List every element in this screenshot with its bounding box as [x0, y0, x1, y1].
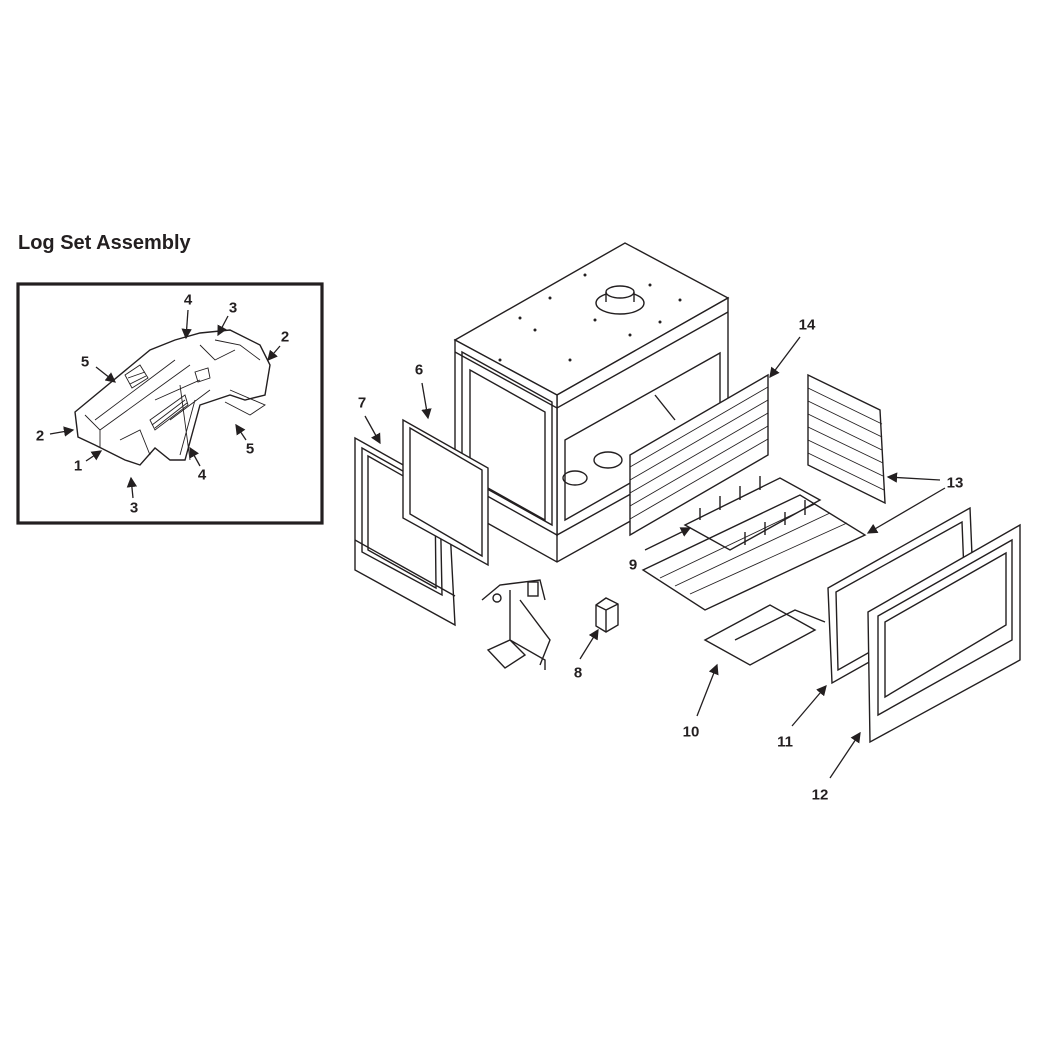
part-callout-9: 9	[628, 556, 638, 574]
log-callout-3-top: 3	[228, 299, 238, 317]
part-8-control-module	[595, 597, 619, 633]
part-callout-10: 10	[682, 723, 700, 741]
floor-brick-panel	[641, 494, 867, 611]
log-callout-4-top: 4	[183, 291, 193, 309]
part-13-side-brick-panel	[807, 373, 886, 505]
part-14-back-brick-panel	[629, 373, 769, 537]
log-callout-2-right: 2	[280, 328, 290, 346]
log-callout-5-right: 5	[245, 440, 255, 458]
part-6-door-frame	[402, 418, 489, 567]
log-set-callout-arrows	[49, 309, 281, 499]
part-10-burner-tray	[703, 604, 826, 666]
log-set-drawing	[74, 329, 271, 466]
firebox-screw-dots	[498, 273, 682, 362]
part-callout-11: 11	[777, 733, 793, 751]
part-callout-12: 12	[811, 786, 829, 804]
log-callout-4-bottom: 4	[197, 466, 207, 484]
part-9-log-grate	[683, 476, 822, 551]
log-set-assembly-title: Log Set Assembly	[18, 232, 191, 254]
gas-valve-assembly	[481, 579, 551, 670]
log-callout-2-left: 2	[35, 427, 45, 445]
log-set-inset-frame	[16, 282, 324, 525]
part-callout-8: 8	[573, 664, 583, 682]
part-callout-7: 7	[357, 394, 367, 412]
part-callout-13: 13	[946, 474, 964, 492]
firebox-chassis	[453, 242, 741, 563]
part-callout-6: 6	[414, 361, 424, 379]
part-callout-14: 14	[798, 316, 816, 334]
part-callout-arrows	[364, 336, 946, 779]
part-12-front-trim	[867, 523, 1021, 744]
log-callout-5-left: 5	[80, 353, 90, 371]
log-callout-3-bottom: 3	[129, 499, 139, 517]
log-callout-1: 1	[73, 457, 83, 475]
